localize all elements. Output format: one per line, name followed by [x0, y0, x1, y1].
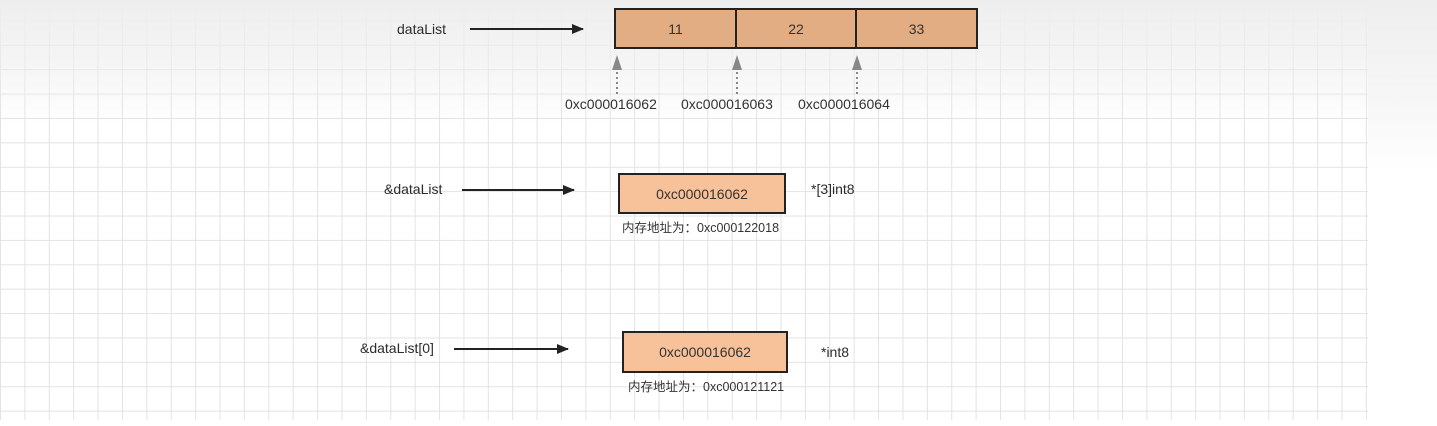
address-arrow-2	[732, 55, 742, 94]
array-cell-2: 33	[855, 8, 978, 49]
element-pointer-label: &dataList[0]	[360, 340, 434, 356]
element-pointer-box: 0xc000016062	[622, 331, 788, 373]
array-pointer-memory-note: 内存地址为：0xc000122018	[622, 221, 780, 235]
element-pointer-type: *int8	[821, 344, 850, 360]
array-cell-1: 22	[735, 8, 857, 49]
datalist-label: dataList	[397, 21, 447, 37]
address-label-1: 0xc000016063	[681, 96, 773, 112]
array-pointer-type: *[3]int8	[811, 181, 855, 197]
array-pointer-label: &dataList	[384, 181, 443, 197]
right-edge-panel	[1368, 0, 1437, 426]
address-arrow-3	[852, 55, 862, 94]
address-arrow-1	[612, 55, 622, 94]
array-pointer-box: 0xc000016062	[618, 173, 786, 214]
array-cell-0: 11	[614, 8, 737, 49]
address-label-2: 0xc000016064	[798, 96, 890, 112]
element-pointer-memory-note: 内存地址为：0xc000121121	[628, 380, 785, 394]
address-label-0: 0xc000016062	[565, 96, 657, 112]
